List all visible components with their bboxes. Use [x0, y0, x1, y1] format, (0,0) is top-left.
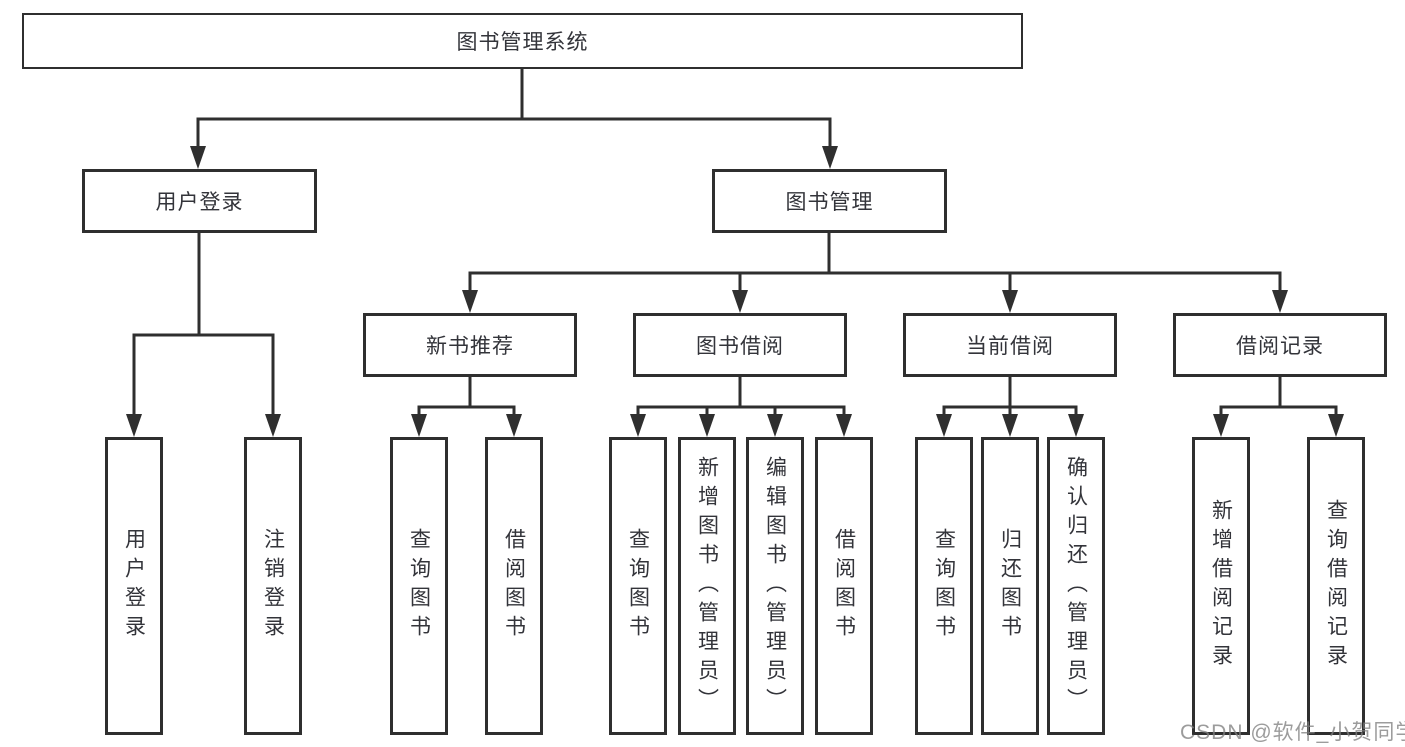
leaf-logout-login: 注销登录 [244, 437, 302, 735]
leaf-bb-edit-books-admin: 编辑图书（管理员） [746, 437, 804, 735]
leaf-label: 查询图书 [407, 528, 431, 644]
leaf-br-query-record: 查询借阅记录 [1307, 437, 1365, 735]
leaf-user-login: 用户登录 [105, 437, 163, 735]
leaf-bb-add-books-admin: 新增图书（管理员） [678, 437, 736, 735]
leaf-label: 新增借阅记录 [1209, 499, 1233, 673]
leaf-bb-query-books: 查询图书 [609, 437, 667, 735]
node-user-login-branch: 用户登录 [82, 169, 317, 233]
leaf-label: 查询图书 [932, 528, 956, 644]
node-book-borrow: 图书借阅 [633, 313, 847, 377]
leaf-label: 确认归还（管理员） [1064, 455, 1088, 717]
node-new-book-recommend: 新书推荐 [363, 313, 577, 377]
leaf-nb-query-books: 查询图书 [390, 437, 448, 735]
leaf-label: 借阅图书 [502, 528, 526, 644]
leaf-cb-return-books: 归还图书 [981, 437, 1039, 735]
leaf-label: 查询图书 [626, 528, 650, 644]
leaf-cb-query-books: 查询图书 [915, 437, 973, 735]
node-label: 新书推荐 [426, 335, 514, 358]
node-borrow-records: 借阅记录 [1173, 313, 1387, 377]
csdn-watermark: CSDN @软件_小贺同学 [1180, 721, 1405, 744]
node-root: 图书管理系统 [22, 13, 1023, 69]
leaf-label: 借阅图书 [832, 528, 856, 644]
node-root-label: 图书管理系统 [456, 31, 589, 54]
leaf-label: 编辑图书（管理员） [763, 455, 787, 717]
node-label: 借阅记录 [1236, 335, 1324, 358]
node-label: 图书借阅 [696, 335, 784, 358]
arrowhead-group [126, 146, 1344, 437]
leaf-label: 注销登录 [261, 528, 285, 644]
leaf-br-add-record: 新增借阅记录 [1192, 437, 1250, 735]
node-current-borrow: 当前借阅 [903, 313, 1117, 377]
leaf-nb-borrow-books: 借阅图书 [485, 437, 543, 735]
node-label: 用户登录 [155, 191, 244, 214]
node-book-management: 图书管理 [712, 169, 947, 233]
leaf-bb-borrow-books: 借阅图书 [815, 437, 873, 735]
leaf-label: 用户登录 [122, 528, 146, 644]
leaf-cb-confirm-return-admin: 确认归还（管理员） [1047, 437, 1105, 735]
leaf-label: 新增图书（管理员） [695, 455, 719, 717]
node-label: 图书管理 [785, 191, 874, 214]
node-label: 当前借阅 [966, 335, 1054, 358]
leaf-label: 查询借阅记录 [1324, 499, 1348, 673]
leaf-label: 归还图书 [998, 528, 1022, 644]
